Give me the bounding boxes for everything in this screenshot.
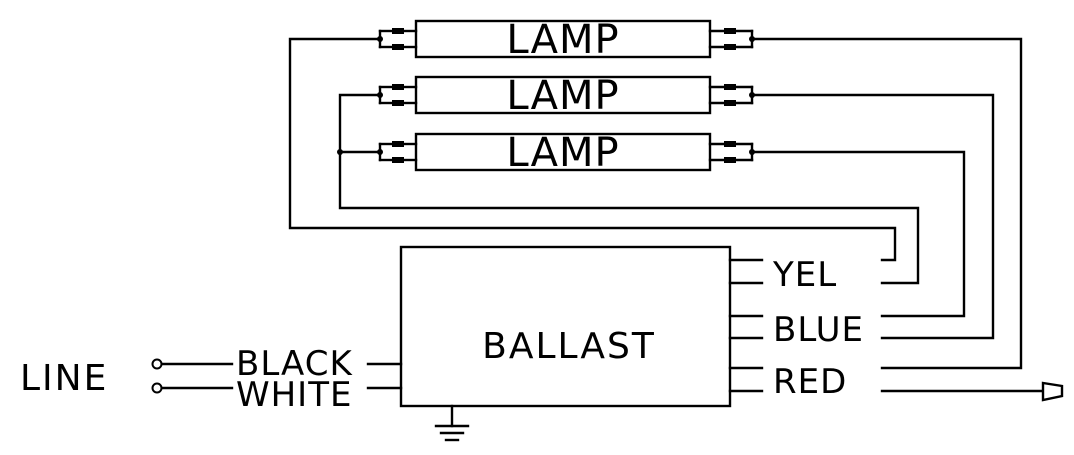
lamp-2-label: LAMP — [506, 73, 619, 119]
lamp-3-left-pins — [378, 141, 418, 163]
white-wire-label: WHITE — [236, 375, 352, 415]
lamp-1: LAMP — [378, 17, 754, 63]
yellow-wire — [288, 37, 897, 262]
junction-dot — [337, 149, 343, 155]
yellow-wire-label: YEL — [772, 255, 837, 295]
lamp-3-label: LAMP — [506, 130, 619, 176]
line-label: LINE — [20, 358, 108, 399]
junction-dot — [749, 36, 755, 42]
junction-dot — [377, 92, 383, 98]
lamp-3-right-pins — [708, 141, 754, 163]
lamp-2: LAMP — [378, 73, 754, 119]
ballast-label: BALLAST — [482, 326, 656, 367]
lamp-3: LAMP — [378, 130, 754, 176]
junction-dot — [749, 149, 755, 155]
junction-dot — [377, 36, 383, 42]
blue-wire-lamp3 — [750, 150, 966, 318]
lamp-1-left-pins — [378, 28, 418, 50]
lamp-1-right-pins — [708, 28, 754, 50]
blue-wire-lamp2 — [750, 93, 995, 340]
ground-icon — [434, 404, 470, 442]
wire-cap-icon — [1041, 381, 1064, 402]
red-wire-label: RED — [773, 362, 847, 402]
lamp-2-tube — [414, 75, 712, 115]
ballast-output-leads — [728, 258, 764, 393]
lamp-1-tube — [414, 19, 712, 59]
junction-dot — [749, 92, 755, 98]
lamp-2-right-pins — [708, 84, 754, 106]
black-wire-label: BLACK — [236, 344, 353, 384]
ballast-input-leads — [151, 358, 403, 394]
blue-wire-label: BLUE — [773, 310, 864, 350]
lamp-1-label: LAMP — [506, 17, 619, 63]
blue-common-wire — [338, 93, 920, 285]
lamp-2-left-pins — [378, 84, 418, 106]
ballast-box — [399, 245, 732, 408]
red-wire-lamp1 — [750, 37, 1023, 370]
lamp-3-tube — [414, 132, 712, 172]
junction-dot — [377, 149, 383, 155]
